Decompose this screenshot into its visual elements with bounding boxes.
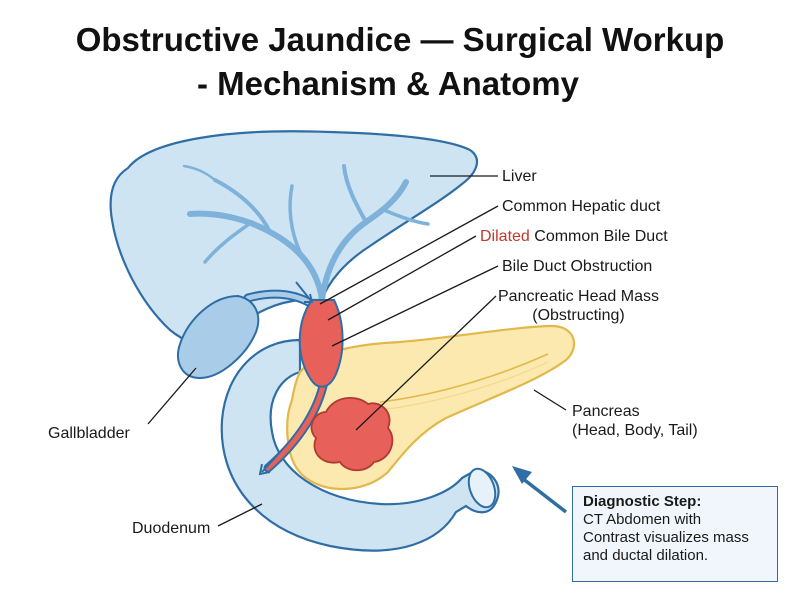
diagnostic-step-box: Diagnostic Step: CT Abdomen with Contras… (572, 486, 778, 582)
gallbladder-shape (177, 294, 260, 380)
hepatic-duct-branches (182, 164, 430, 303)
bile-flow-arrows (258, 281, 314, 476)
label-bile-duct-obstruction: Bile Duct Obstruction (502, 258, 653, 275)
dilated-word: Dilated (480, 228, 530, 245)
label-common-hepatic-duct: Common Hepatic duct (502, 198, 661, 215)
pancreatic-mass-line-2: (Obstructing) (532, 307, 625, 324)
pancreas-line-2: (Head, Body, Tail) (572, 422, 698, 439)
pancreatic-mass-line-1: Pancreatic Head Mass (498, 288, 659, 305)
diagnostic-line-3: and ductal dilation. (583, 547, 709, 564)
dilated-common-bile-duct (298, 299, 344, 388)
label-pancreatic-head-mass: Pancreatic Head Mass (Obstructing) (498, 287, 659, 325)
duodenum-shape (220, 338, 500, 552)
diagnostic-line-1: CT Abdomen with (583, 511, 702, 528)
label-duodenum: Duodenum (132, 520, 211, 537)
pancreatic-head-mass (310, 397, 394, 472)
label-dilated-common-bile-duct: Dilated Common Bile Duct (480, 227, 668, 246)
leader-lines (147, 175, 567, 527)
liver-shape (109, 130, 479, 354)
title-line-1: Obstructive Jaundice — Surgical Workup (75, 21, 725, 58)
label-pancreas: Pancreas (Head, Body, Tail) (572, 402, 698, 440)
diagnostic-arrow (512, 466, 568, 514)
label-liver: Liver (502, 168, 537, 185)
label-gallbladder: Gallbladder (48, 425, 130, 442)
diagnostic-heading: Diagnostic Step: (583, 493, 702, 510)
pancreas-line-1: Pancreas (572, 403, 640, 420)
diagnostic-line-2: Contrast visualizes mass (583, 529, 749, 546)
title-line-2: - Mechanism & Anatomy (196, 65, 579, 102)
common-bile-duct-word: Common Bile Duct (529, 228, 668, 245)
